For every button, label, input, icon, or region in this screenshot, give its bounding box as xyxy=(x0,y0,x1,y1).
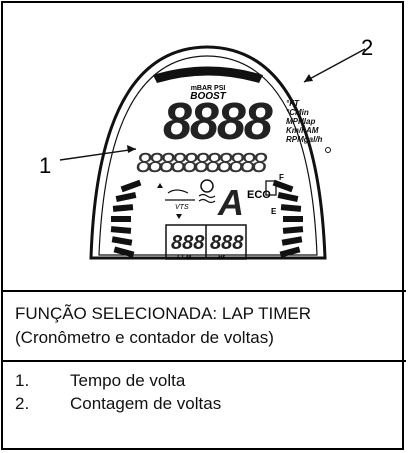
unit-label-2: MPHlap xyxy=(286,117,315,126)
scale-label: mBAR PSI xyxy=(191,85,226,92)
fuel-pump-icon xyxy=(265,180,277,196)
boat-hull-icon xyxy=(167,189,189,194)
callout-1-leader xyxy=(59,148,137,161)
small-right-unit: Hr xyxy=(218,255,225,261)
legend-item-number: 2. xyxy=(15,394,30,413)
left-bar-graph xyxy=(110,179,142,258)
callout-1-number: 1 xyxy=(39,153,51,178)
unit-label-0: °FT xyxy=(286,99,300,108)
right-bar-graph xyxy=(272,179,304,258)
unit-label-3: Km/hAM xyxy=(286,126,319,135)
fuel-empty-label: E xyxy=(271,207,277,216)
vts-label: VTS xyxy=(175,204,189,211)
steering-icon xyxy=(200,179,214,193)
gear-letter: A xyxy=(217,182,244,223)
unit-labels: °FT °CMin MPHlap Km/hAM RPMgal/h xyxy=(286,99,323,144)
small-left-digits: 888 xyxy=(171,232,205,254)
small-right-digits: 888 xyxy=(210,232,244,254)
small-left-unit: FT M xyxy=(177,255,192,261)
eco-label: ECO xyxy=(247,189,271,201)
text-display: 88888888888 xyxy=(136,147,268,178)
legend-item-text: Contagem de voltas xyxy=(70,394,222,413)
fuel-full-label: F xyxy=(279,173,284,182)
gauge-illustration-panel: mBAR PSI BOOST 8888 °FT °CMin MPHlap Km/… xyxy=(3,3,406,290)
legend-item: 1. Tempo de volta xyxy=(15,370,185,392)
caption-title: FUNÇÃO SELECIONADA: LAP TIMER xyxy=(15,304,311,323)
caption-subtitle: (Cronômetro e contador de voltas) xyxy=(15,328,274,347)
gauge-illustration: mBAR PSI BOOST 8888 °FT °CMin MPHlap Km/… xyxy=(39,35,373,261)
callout-2-number: 2 xyxy=(361,35,373,60)
divider-bottom xyxy=(3,360,406,362)
unit-label-4: RPMgal/h xyxy=(286,135,323,144)
callout-2-leader xyxy=(303,48,366,83)
trim-up-arrow xyxy=(157,183,163,188)
legend-item: 2. Contagem de voltas xyxy=(15,393,221,415)
legend-item-number: 1. xyxy=(15,371,30,390)
boost-label: BOOST xyxy=(190,91,226,102)
trim-down-arrow xyxy=(176,214,182,219)
wave-icon xyxy=(198,193,216,199)
gauge-outer-bezel xyxy=(89,45,327,260)
unit-label-1: °CMin xyxy=(286,108,309,117)
legend-item-text: Tempo de volta xyxy=(70,371,186,390)
gauge-inner-bezel xyxy=(98,55,318,256)
boost-arc-segments xyxy=(153,66,263,83)
main-digits: 8888 xyxy=(163,93,273,151)
divider-top xyxy=(3,290,406,292)
degree-indicator xyxy=(325,147,331,153)
